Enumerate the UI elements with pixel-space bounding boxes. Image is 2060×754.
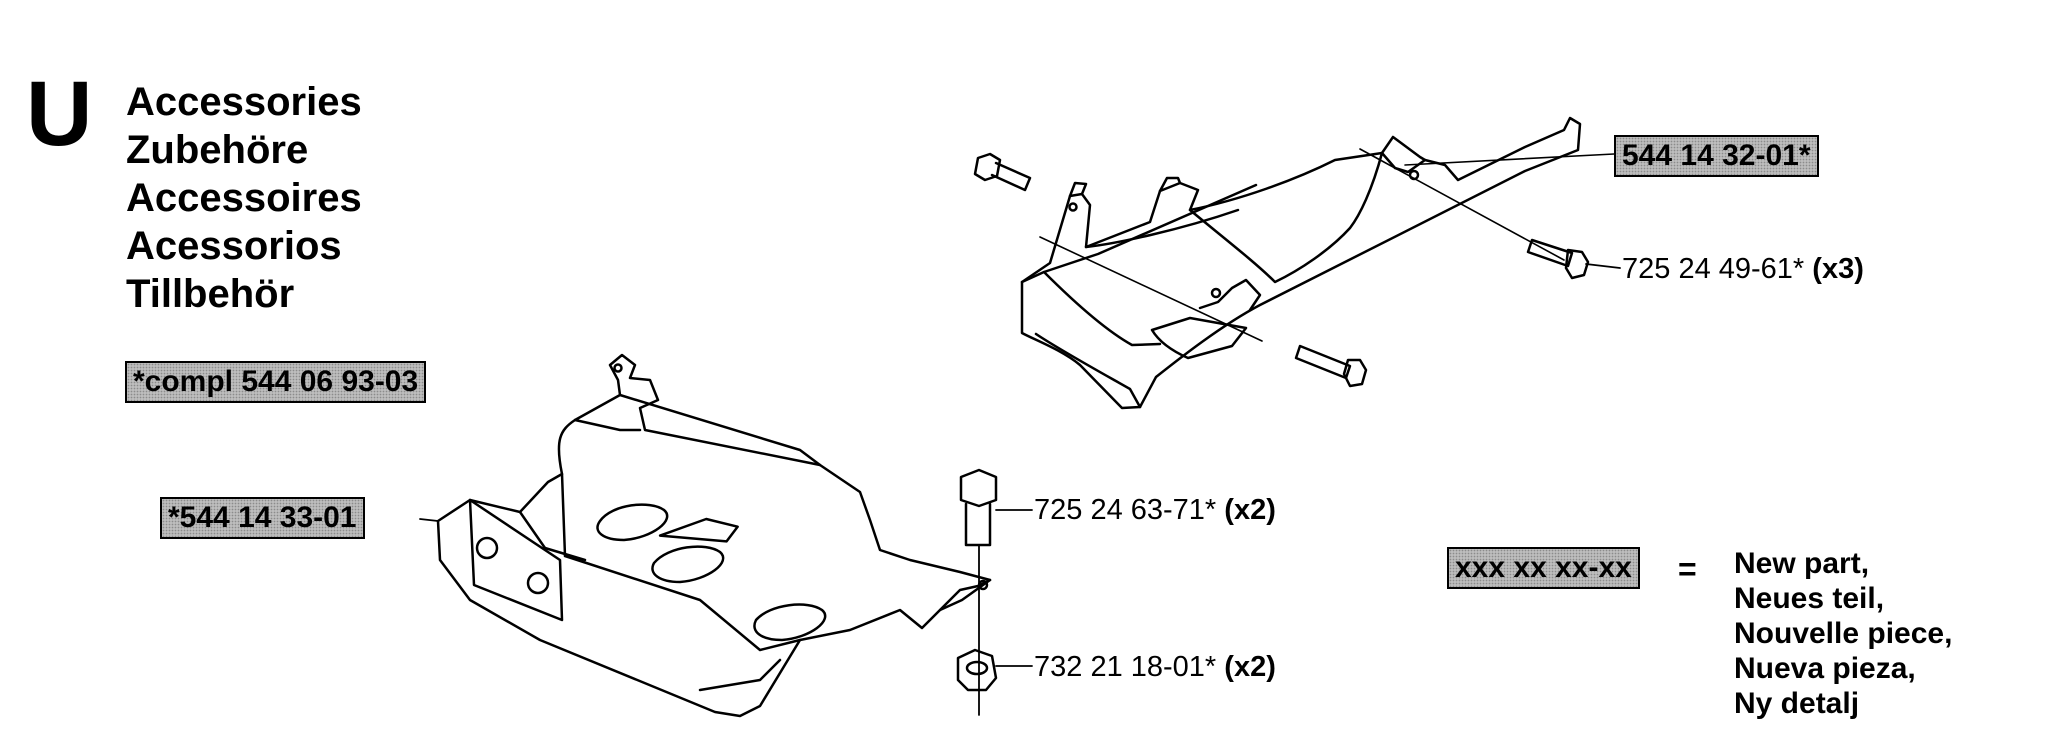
legend-line-english: New part,: [1734, 547, 1870, 580]
title-portuguese: Acessorios: [126, 224, 342, 268]
lower-skid-plate: [419, 353, 992, 718]
complete-kit-tag: *compl 544 06 93-03: [125, 361, 427, 403]
callout-bolt-upper: 725 24 49-61* (x3): [1622, 252, 1864, 286]
callout-bolt-upper-qty: (x3): [1812, 253, 1864, 285]
title-german: Zubehöre: [126, 128, 309, 172]
callout-bolt-lower-number: 725 24 63-71*: [1034, 494, 1217, 526]
callout-bolt-upper-number: 725 24 49-61*: [1622, 253, 1805, 285]
upper-bolts: [973, 152, 1621, 388]
title-swedish: Tillbehör: [126, 272, 295, 316]
legend-line-german: Neues teil,: [1734, 582, 1885, 615]
callout-nut-qty: (x2): [1224, 651, 1276, 683]
section-titles: Accessories Zubehöre Accessoires Acessor…: [126, 78, 362, 318]
legend-line-swedish: Ny detalj: [1734, 687, 1860, 720]
lower-plate-tag: *544 14 33-01: [160, 497, 365, 539]
legend-sample-tag: xxx xx xx-xx: [1447, 547, 1640, 589]
legend-equals: =: [1678, 551, 1697, 587]
legend-line-french: Nouvelle piece,: [1734, 617, 1953, 650]
lower-fasteners: [956, 468, 1033, 716]
upper-skid-plate: [1020, 116, 1615, 410]
callout-nut: 732 21 18-01* (x2): [1034, 650, 1276, 684]
title-english: Accessories: [126, 80, 362, 124]
callout-bolt-lower: 725 24 63-71* (x2): [1034, 493, 1276, 527]
title-french: Accessoires: [126, 176, 362, 220]
callout-bolt-lower-qty: (x2): [1224, 494, 1276, 526]
legend-line-spanish: Nueva pieza,: [1734, 652, 1916, 685]
section-letter: U: [26, 63, 93, 165]
callout-nut-number: 732 21 18-01*: [1034, 651, 1217, 683]
legend-meaning: New part, Neues teil, Nouvelle piece, Nu…: [1734, 546, 1952, 721]
upper-plate-tag: 544 14 32-01*: [1614, 135, 1819, 177]
